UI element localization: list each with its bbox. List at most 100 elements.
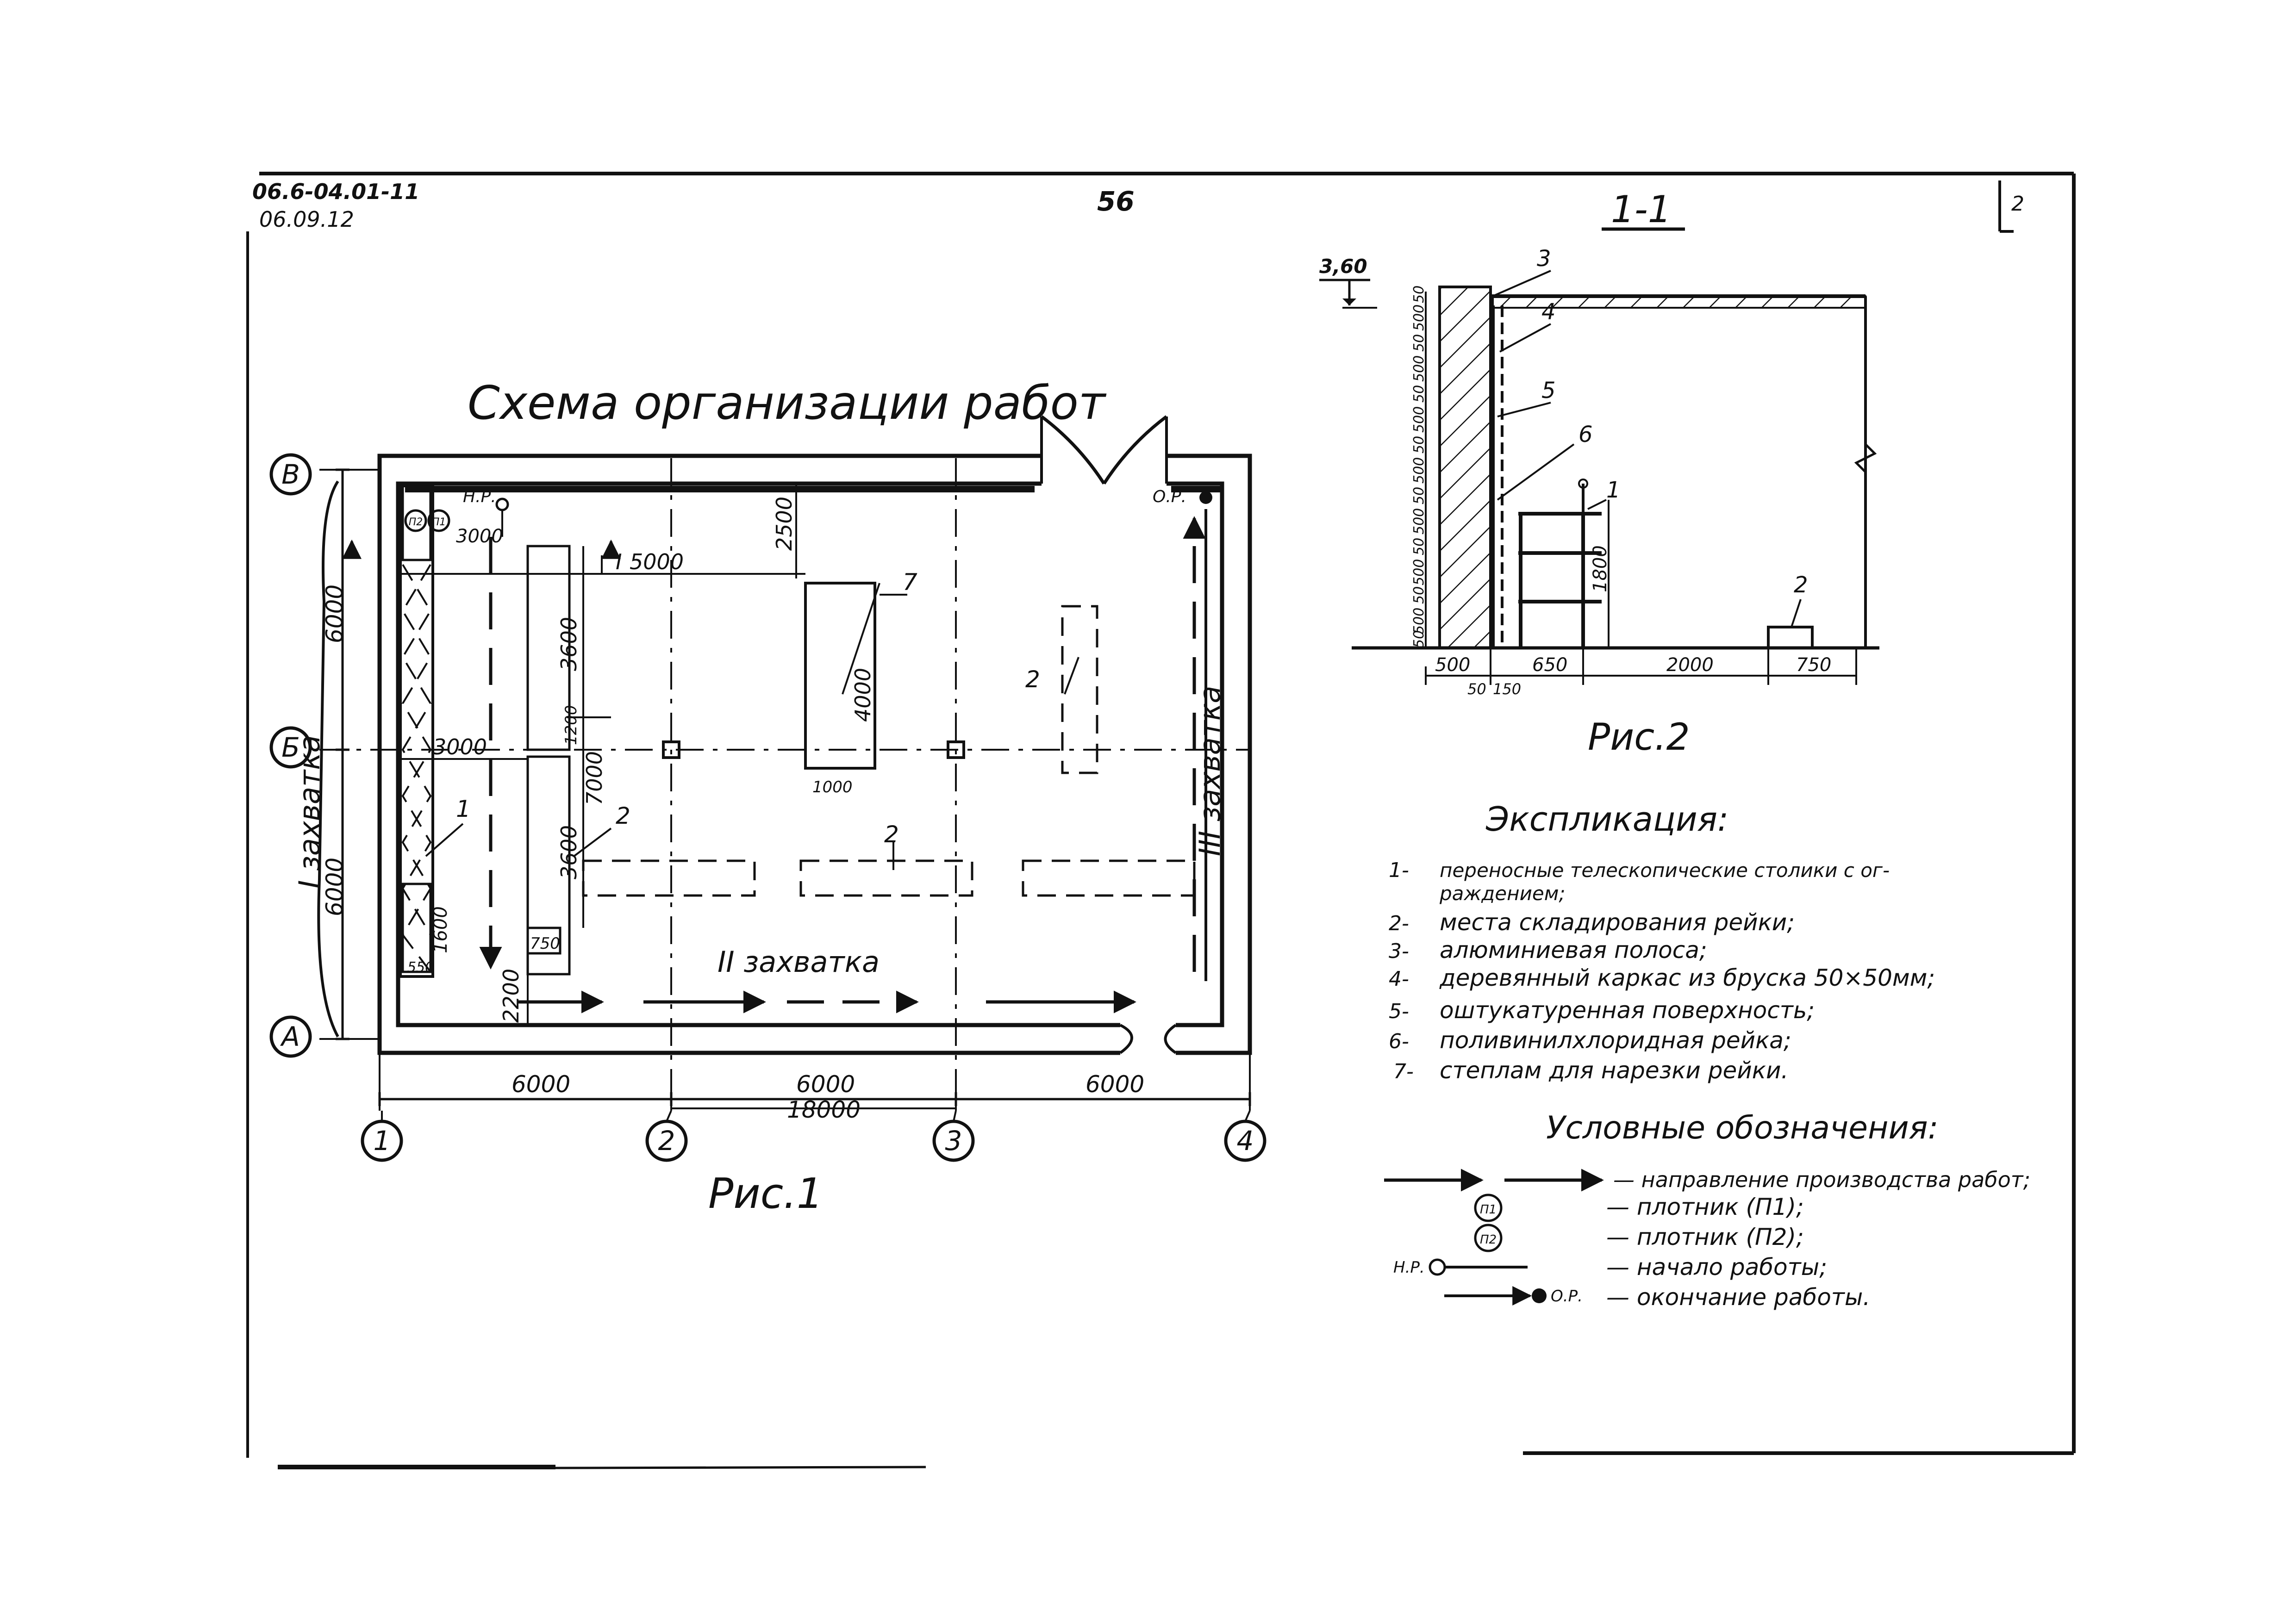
section-mark: I bbox=[616, 549, 622, 574]
svg-text:П1: П1 bbox=[1480, 1203, 1497, 1217]
dim-1200: 1200 bbox=[562, 705, 580, 745]
sec-dim-750: 750 bbox=[1796, 654, 1831, 676]
svg-text:500: 500 bbox=[1411, 457, 1427, 484]
dim-7000: 7000 bbox=[582, 751, 607, 805]
storage-area-7 bbox=[1022, 859, 1196, 897]
zone3-label: III захватка bbox=[1193, 686, 1227, 856]
dim-4000: 4000 bbox=[850, 668, 875, 722]
svg-text:50: 50 bbox=[1411, 286, 1427, 303]
axis-bubble-b: Б bbox=[269, 726, 312, 769]
fig1-caption: Рис.1 bbox=[708, 1169, 823, 1218]
start-marker bbox=[495, 497, 509, 511]
bottom-dimensions bbox=[378, 1092, 1251, 1109]
expl-5-num: 5- bbox=[1389, 1000, 1409, 1023]
dim-v-upper: 6000 bbox=[321, 585, 348, 643]
section-table bbox=[1518, 479, 1602, 648]
expl-7-line1: степлам для нарезки рейки. bbox=[1440, 1057, 1788, 1084]
svg-text:П2: П2 bbox=[1480, 1233, 1497, 1247]
worker-p2-marker: П2 bbox=[404, 509, 427, 532]
fig2-caption: Рис.2 bbox=[1588, 715, 1690, 759]
svg-text:3: 3 bbox=[945, 1125, 962, 1157]
work-direction-arrows bbox=[342, 509, 1207, 1014]
level-label: 3,60 bbox=[1319, 255, 1367, 278]
plan-dims bbox=[398, 484, 880, 1025]
svg-text:500: 500 bbox=[1411, 305, 1427, 331]
sec-item-1: 1 bbox=[1606, 477, 1621, 503]
left-dimensions bbox=[317, 468, 349, 1040]
legend-p2-symbol: П2 bbox=[1474, 1224, 1503, 1252]
sec-item-2: 2 bbox=[1794, 572, 1808, 598]
sheet-code-2: 06.09.12 bbox=[259, 207, 354, 232]
sec-item-6: 6 bbox=[1578, 422, 1593, 448]
svg-text:В: В bbox=[281, 459, 300, 490]
worker-p1-marker: П1 bbox=[427, 509, 450, 532]
legend-p1-symbol: П1 bbox=[1474, 1194, 1503, 1222]
section-storage bbox=[1767, 626, 1814, 649]
expl-3-num: 3- bbox=[1389, 939, 1409, 963]
item-7-label: 7 bbox=[903, 569, 917, 596]
item-2c-label: 2 bbox=[1025, 666, 1040, 693]
start-label: Н.Р. bbox=[463, 487, 496, 506]
zone2-label: II захватка bbox=[718, 945, 880, 979]
dim-v-lower: 6000 bbox=[321, 858, 348, 916]
item-2b-label: 2 bbox=[884, 821, 899, 848]
dim-bay2: 6000 bbox=[796, 1071, 855, 1098]
explication-list: 1- переносные телескопические столики с … bbox=[1389, 858, 1935, 1084]
sheet-code-1: 06.6-04.01-11 bbox=[252, 179, 419, 204]
dim-bay1: 6000 bbox=[512, 1071, 570, 1098]
legend-item-2: — плотник (П1); bbox=[1606, 1194, 1804, 1220]
dim-5000: 5000 bbox=[630, 549, 684, 574]
building-walls bbox=[377, 415, 1252, 1055]
storage-area-6 bbox=[799, 859, 973, 897]
svg-text:500: 500 bbox=[1411, 508, 1427, 535]
dim-2500: 2500 bbox=[772, 497, 797, 551]
svg-text:500: 500 bbox=[1411, 355, 1427, 382]
expl-7-num: 7- bbox=[1393, 1060, 1414, 1083]
svg-text:2: 2 bbox=[658, 1125, 675, 1157]
svg-text:50: 50 bbox=[1411, 630, 1427, 648]
svg-text:500: 500 bbox=[1411, 608, 1427, 634]
storage-small bbox=[526, 927, 562, 955]
svg-text:50: 50 bbox=[1411, 487, 1427, 504]
sec-item-4: 4 bbox=[1541, 299, 1556, 325]
legend-item-5: — окончание работы. bbox=[1606, 1284, 1870, 1311]
zone1-label: I захватка bbox=[293, 735, 326, 889]
sec-dim-150: 150 bbox=[1493, 680, 1521, 698]
svg-text:50: 50 bbox=[1411, 436, 1427, 454]
end-marker bbox=[1199, 491, 1212, 504]
sec-dim-2000: 2000 bbox=[1666, 654, 1714, 676]
expl-4-num: 4- bbox=[1389, 967, 1409, 991]
expl-2-line1: места складирования рейки; bbox=[1440, 909, 1795, 936]
sec-dim-500: 500 bbox=[1435, 654, 1470, 676]
end-label: О.Р. bbox=[1153, 487, 1186, 506]
dim-1000: 1000 bbox=[812, 778, 853, 796]
dim-3000a: 3000 bbox=[456, 526, 503, 547]
item-2a-label: 2 bbox=[616, 802, 630, 829]
axis-lines bbox=[319, 458, 1251, 1111]
svg-text:П1: П1 bbox=[432, 516, 446, 528]
svg-text:50: 50 bbox=[1411, 334, 1427, 352]
section-wall bbox=[1438, 286, 1492, 649]
axis-bubble-2: 2 bbox=[645, 1110, 688, 1162]
storage-area-5 bbox=[582, 859, 756, 897]
axis-bubble-3: 3 bbox=[932, 1110, 975, 1162]
table-bottom-box bbox=[401, 883, 432, 973]
corner-mark: 2 bbox=[2011, 192, 2024, 216]
expl-1-line1: переносные телескопические столики с ог- bbox=[1440, 859, 1890, 882]
dim-3600b: 3600 bbox=[556, 825, 581, 879]
svg-text:500: 500 bbox=[1411, 406, 1427, 433]
svg-text:4: 4 bbox=[1237, 1125, 1254, 1157]
legend-symbols: П1 П2 Н.Р. О.Р. bbox=[1384, 1169, 1604, 1306]
legend-item-1: — направление производства работ; bbox=[1613, 1167, 2030, 1192]
strip-top-box bbox=[401, 485, 432, 561]
legend-start-symbol: Н.Р. bbox=[1393, 1258, 1425, 1277]
sec-item-3: 3 bbox=[1537, 246, 1551, 272]
dim-bay3: 6000 bbox=[1086, 1071, 1144, 1098]
svg-text:50: 50 bbox=[1411, 385, 1427, 403]
section-title: 1-1 bbox=[1611, 188, 1672, 231]
legend-title: Условные обозначения: bbox=[1546, 1110, 1938, 1146]
expl-6-num: 6- bbox=[1389, 1030, 1409, 1053]
expl-1-num: 1- bbox=[1389, 858, 1409, 882]
expl-2-num: 2- bbox=[1389, 912, 1409, 935]
